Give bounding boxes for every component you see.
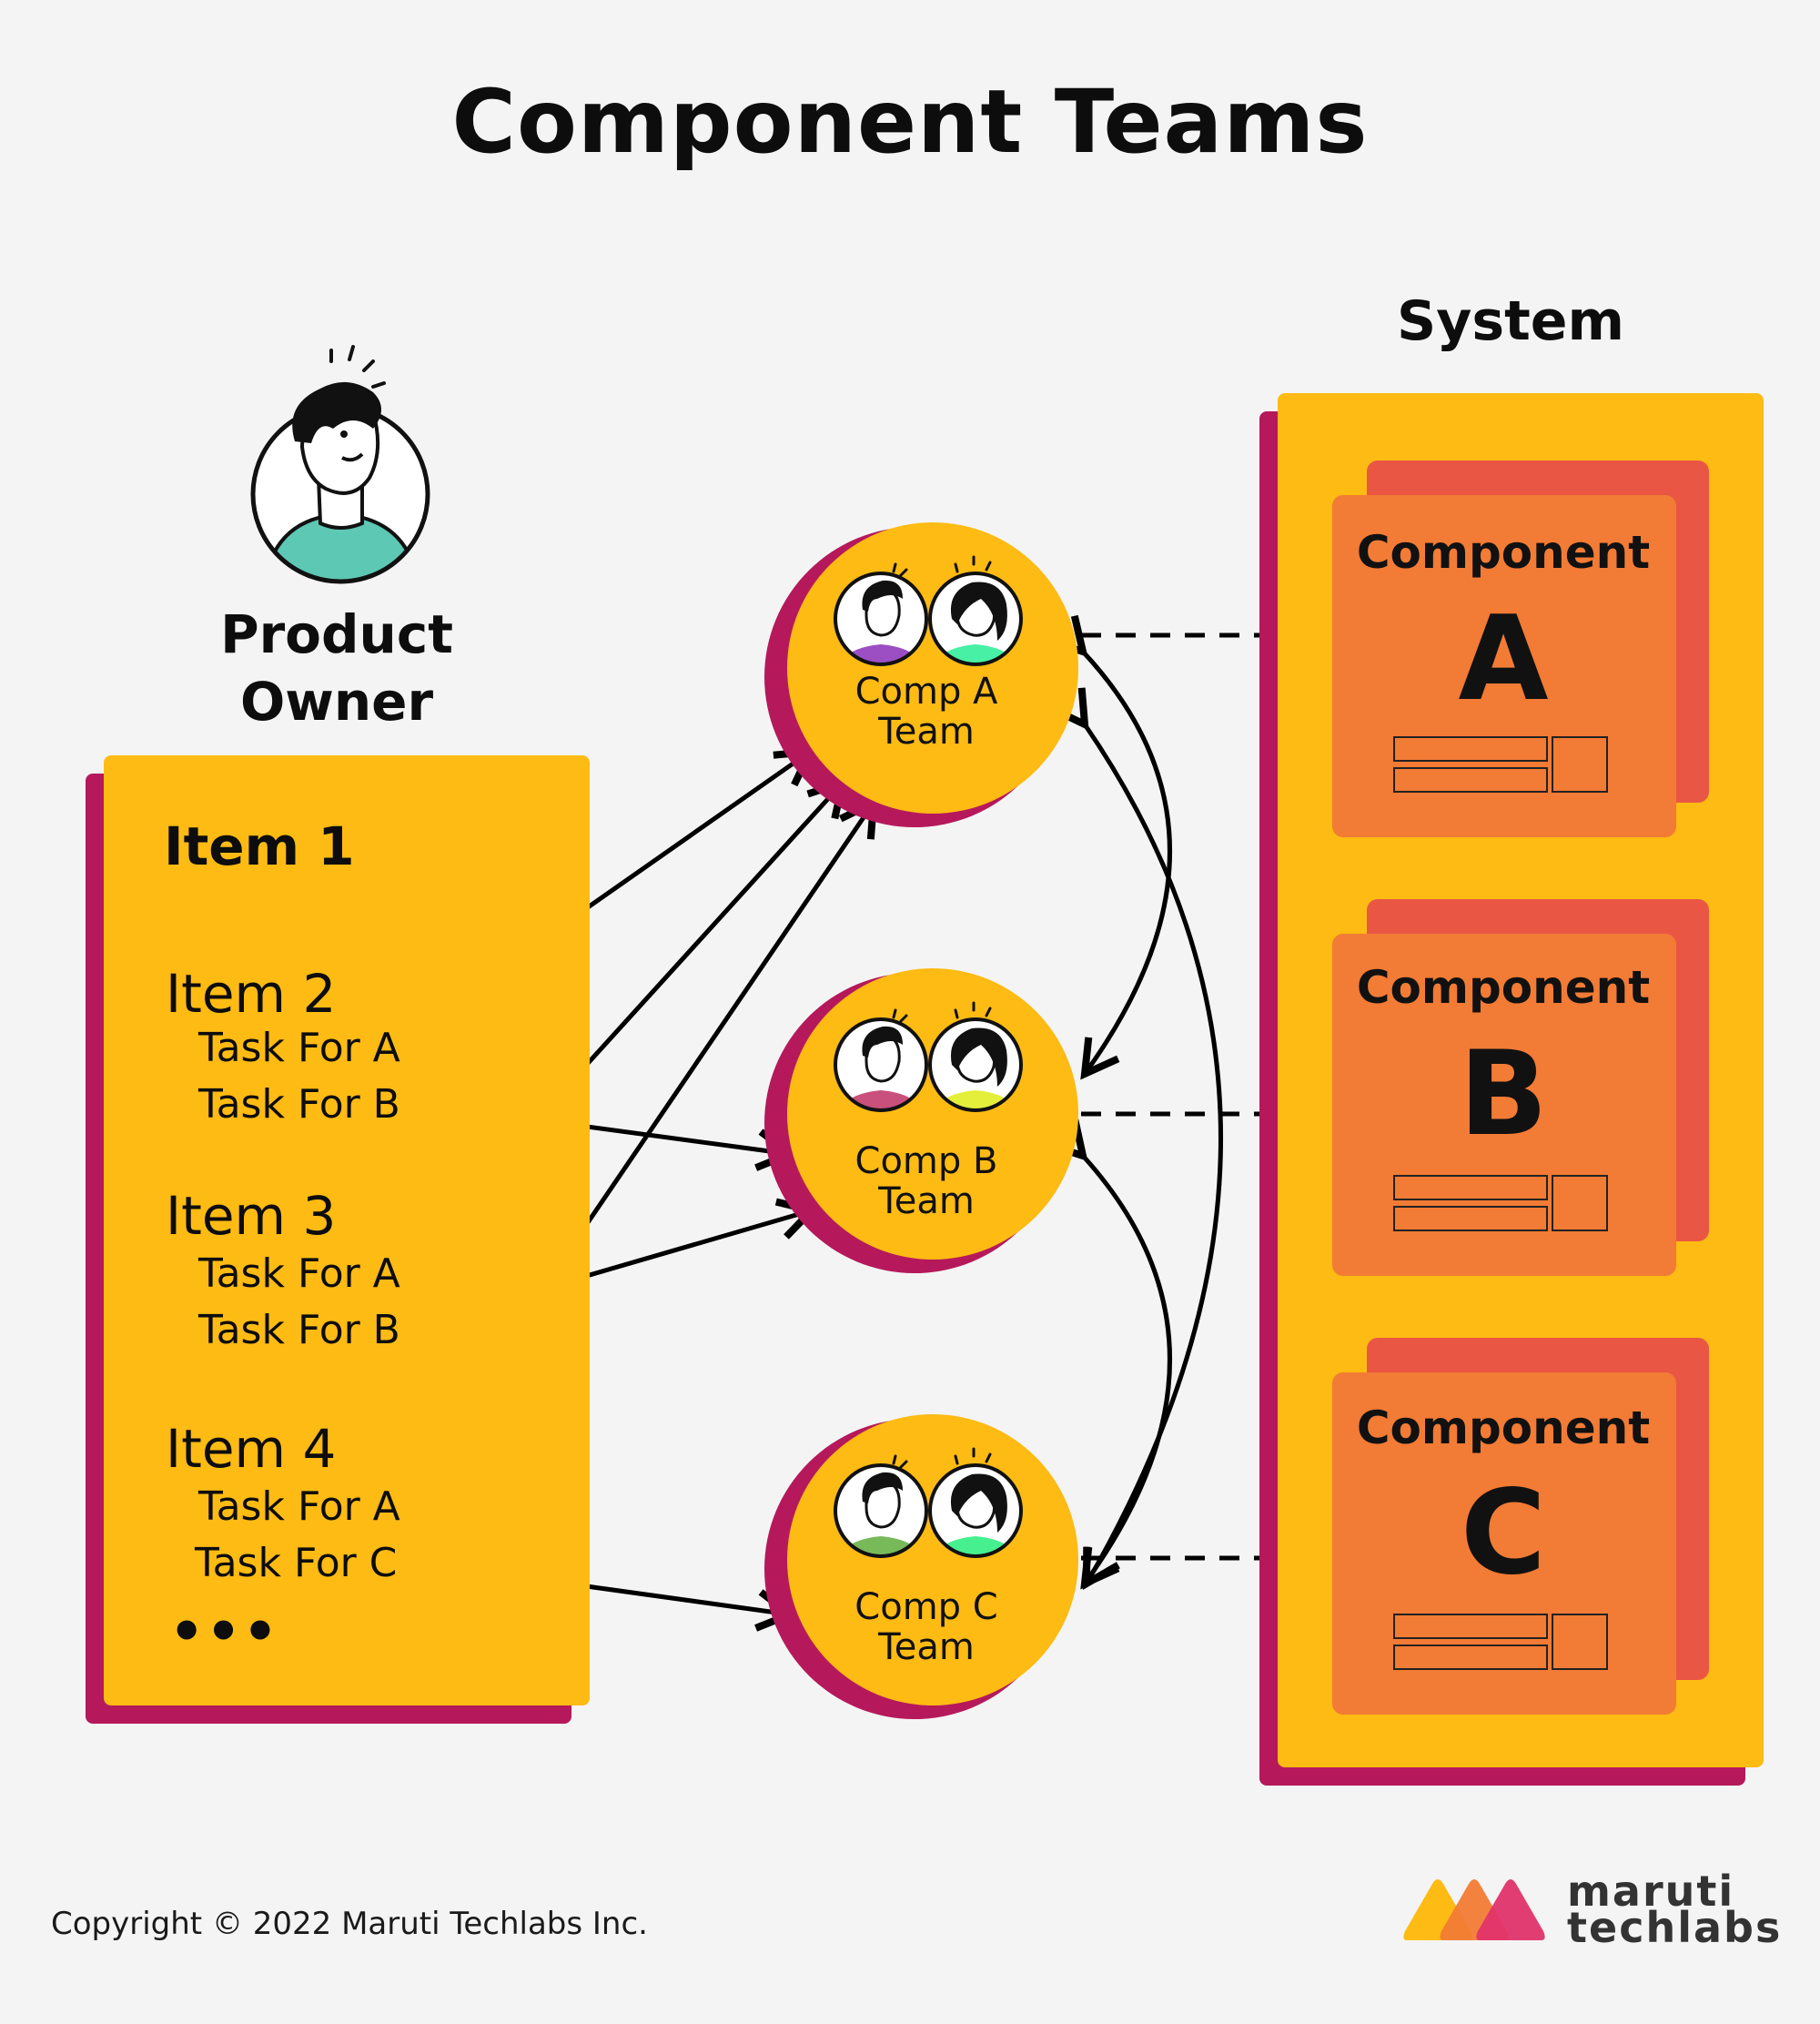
component-c-ui-glyph-icon: [1393, 1614, 1608, 1670]
backlog-item-1: Item 1: [164, 815, 355, 877]
team-c-label-line1: Comp C: [854, 1586, 998, 1628]
task-item3-b: Task For B: [198, 1307, 400, 1353]
dependency-arrow-team-a-team-b: [1046, 614, 1172, 1080]
team-a-members-icon: [834, 555, 1023, 666]
dependency-arrow-team-b-team-c: [1046, 1118, 1172, 1590]
component-c-card: [1332, 1372, 1676, 1715]
product-owner-label-line2: Owner: [239, 671, 434, 733]
team-a-label-line1: Comp A: [854, 671, 998, 713]
task-item2-a: Task For A: [198, 1025, 400, 1071]
copyright-text: Copyright © 2022 Maruti Techlabs Inc.: [51, 1906, 648, 1942]
backlog-item-3: Item 3: [166, 1185, 337, 1247]
system-label: System: [1397, 289, 1624, 353]
component-b-card: [1332, 934, 1676, 1276]
logo-line2: techlabs: [1567, 1903, 1783, 1952]
logo-wordmark: maruti techlabs: [1567, 1867, 1783, 1952]
component-b-letter: B: [1459, 1027, 1548, 1162]
team-b-members-icon: [834, 1001, 1023, 1112]
team-a-label-line2: Team: [878, 711, 975, 753]
component-b-title: Component: [1356, 961, 1651, 1014]
component-a-ui-glyph-icon: [1393, 736, 1608, 793]
component-a-title: Component: [1356, 526, 1651, 579]
team-b-label: Comp B Team: [817, 1141, 1036, 1221]
component-b-ui-glyph-icon: [1393, 1175, 1608, 1231]
product-owner-label: Product Owner: [182, 601, 491, 735]
page-title: Component Teams: [451, 71, 1369, 173]
team-a-label: Comp A Team: [817, 672, 1036, 752]
component-c-title: Component: [1356, 1402, 1651, 1454]
maruti-techlabs-logo-icon: [1403, 1879, 1545, 1940]
task-item4-c: Task For C: [195, 1540, 398, 1586]
team-c-label: Comp C Team: [817, 1587, 1036, 1667]
task-item2-b: Task For B: [198, 1081, 400, 1128]
team-b-label-line2: Team: [878, 1180, 975, 1222]
team-b-label-line1: Comp B: [854, 1140, 998, 1182]
backlog-more-ellipsis: •••: [169, 1600, 280, 1664]
backlog-panel: [104, 755, 590, 1705]
product-owner-avatar-icon: [250, 345, 430, 584]
team-c-label-line2: Team: [878, 1626, 975, 1668]
product-owner-label-line1: Product: [220, 603, 453, 665]
task-item4-a: Task For A: [198, 1483, 400, 1530]
backlog-item-4: Item 4: [166, 1418, 337, 1480]
component-a-letter: A: [1458, 592, 1549, 727]
component-c-letter: C: [1461, 1465, 1546, 1601]
logo-line1: maruti: [1567, 1867, 1735, 1916]
component-a-card: [1332, 495, 1676, 837]
team-c-members-icon: [834, 1447, 1023, 1558]
backlog-item-2: Item 2: [166, 963, 337, 1025]
task-item3-a: Task For A: [198, 1250, 400, 1297]
